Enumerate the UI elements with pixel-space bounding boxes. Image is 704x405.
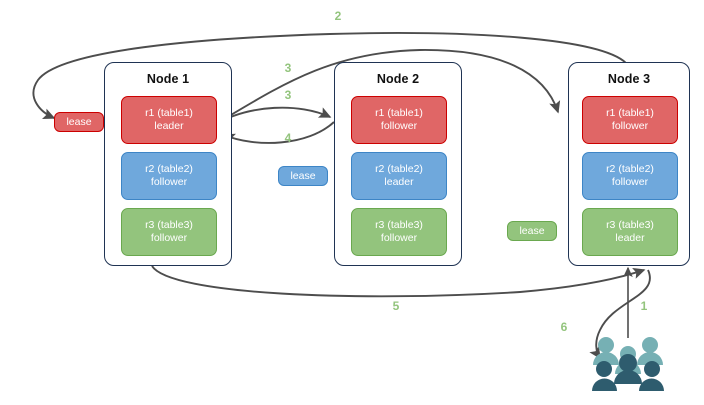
replica-r2-node-1[interactable]: r2 (table2) follower: [121, 152, 217, 200]
replica-r1-node-3[interactable]: r1 (table1) follower: [582, 96, 678, 144]
step-label-3-upper: 3: [280, 61, 296, 75]
replica-name: r3 (table3): [145, 219, 193, 231]
replica-role: leader: [154, 120, 184, 132]
replica-r3-node-3[interactable]: r3 (table3) leader: [582, 208, 678, 256]
replica-role: follower: [611, 176, 649, 188]
node-title: Node 1: [146, 72, 190, 86]
replica-role: follower: [150, 232, 188, 244]
replica-name: r3 (table3): [375, 219, 423, 231]
replica-r3-node-1[interactable]: r3 (table3) follower: [121, 208, 217, 256]
lease-label: lease: [519, 225, 545, 237]
node-container-node-3[interactable]: Node 3 r1 (table1) follower r2 (table2) …: [568, 62, 690, 266]
replica-role: follower: [380, 232, 418, 244]
replica-name: r1 (table1): [145, 107, 193, 119]
replica-role: leader: [384, 176, 414, 188]
replica-role: follower: [150, 176, 188, 188]
replica-r2-node-2[interactable]: r2 (table2) leader: [351, 152, 447, 200]
step-text: 4: [284, 131, 292, 145]
replica-name: r3 (table3): [606, 219, 654, 231]
replica-name: r2 (table2): [375, 163, 423, 175]
step-text: 3: [284, 61, 292, 75]
replica-r1-node-1[interactable]: r1 (table1) leader: [121, 96, 217, 144]
node-container-node-2[interactable]: Node 2 r1 (table1) follower r2 (table2) …: [334, 62, 462, 266]
step-label-2: 2: [330, 9, 346, 23]
step-label-5: 5: [388, 299, 404, 313]
users-icon: [592, 337, 664, 391]
lease-label: lease: [290, 170, 316, 182]
replica-r3-node-2[interactable]: r3 (table3) follower: [351, 208, 447, 256]
arrow-step-4: [222, 121, 335, 145]
node-title: Node 3: [607, 72, 651, 86]
replica-name: r2 (table2): [145, 163, 193, 175]
step-label-4: 4: [280, 131, 296, 145]
lease-pill-table2[interactable]: lease: [278, 166, 328, 186]
step-label-3-lower: 3: [280, 88, 296, 102]
step-text: 1: [640, 299, 648, 313]
replica-role: leader: [615, 232, 645, 244]
replica-r1-node-2[interactable]: r1 (table1) follower: [351, 96, 447, 144]
replica-name: r1 (table1): [375, 107, 423, 119]
replica-name: r1 (table1): [606, 107, 654, 119]
node-title: Node 2: [376, 72, 420, 86]
lease-pill-table1[interactable]: lease: [54, 112, 104, 132]
step-label-1: 1: [636, 299, 652, 313]
step-label-6: 6: [556, 320, 572, 334]
node-container-node-1[interactable]: Node 1 r1 (table1) leader r2 (table2) fo…: [104, 62, 232, 266]
replica-role: follower: [380, 120, 418, 132]
arrow-step-5: [151, 265, 646, 298]
lease-label: lease: [66, 116, 92, 128]
replica-name: r2 (table2): [606, 163, 654, 175]
replica-role: follower: [611, 120, 649, 132]
step-text: 6: [560, 320, 568, 334]
step-text: 2: [334, 9, 342, 23]
replica-r2-node-3[interactable]: r2 (table2) follower: [582, 152, 678, 200]
step-text: 5: [392, 299, 400, 313]
lease-pill-table3[interactable]: lease: [507, 221, 557, 241]
step-text: 3: [284, 88, 292, 102]
